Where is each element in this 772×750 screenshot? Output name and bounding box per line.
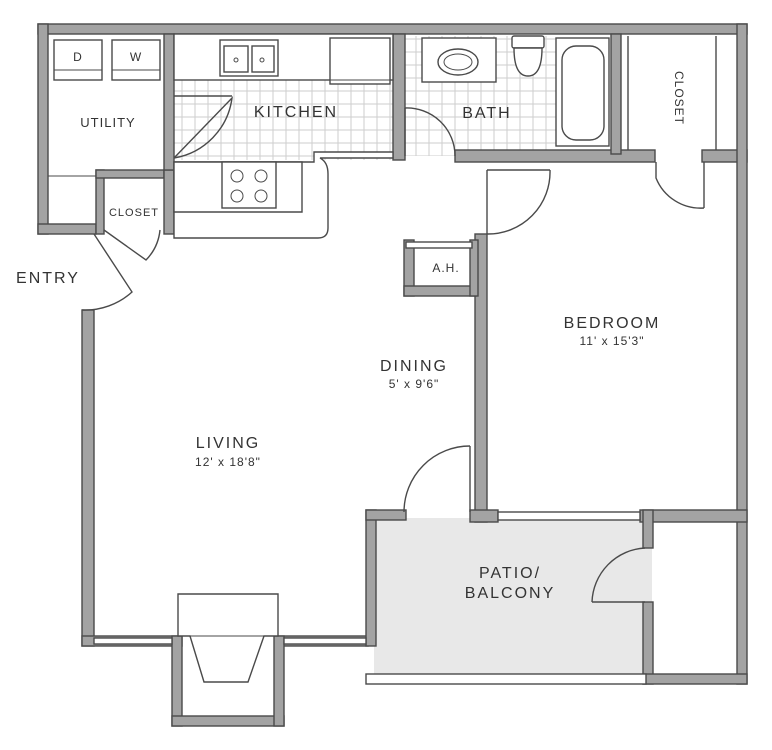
dishwasher-icon <box>329 37 391 85</box>
closet-top-label: CLOSET <box>672 71 686 125</box>
bay-window <box>177 593 279 683</box>
walls <box>37 23 748 727</box>
washer-label: W <box>130 50 142 64</box>
closet-entry-label: CLOSET <box>109 207 159 219</box>
sink-icon <box>219 39 279 77</box>
bath-label: BATH <box>462 105 511 122</box>
stove-icon <box>221 161 277 209</box>
bathtub-icon <box>555 37 610 147</box>
living-label: LIVING <box>196 435 260 452</box>
patio-label-line2: BALCONY <box>465 585 555 602</box>
dining-label: DINING <box>380 358 448 375</box>
kitchen-label: KITCHEN <box>254 104 338 121</box>
doors <box>81 95 705 603</box>
patio-label-line1: PATIO/ <box>479 565 541 582</box>
entry-label: ENTRY <box>16 270 80 287</box>
bedroom-dims: 11' x 15'3" <box>580 334 645 348</box>
dining-dims: 5' x 9'6" <box>389 377 440 391</box>
ah-label: A.H. <box>432 261 459 275</box>
patio-floor <box>374 518 652 674</box>
dryer-label: D <box>73 50 83 64</box>
utility-label: UTILITY <box>80 115 135 130</box>
bath-sink-icon <box>421 37 497 83</box>
bedroom-label: BEDROOM <box>564 315 661 332</box>
windows <box>93 241 647 685</box>
toilet-icon <box>511 35 545 77</box>
living-dims: 12' x 18'8" <box>195 455 261 469</box>
washer-icon <box>111 39 161 81</box>
dryer-icon <box>53 39 103 81</box>
